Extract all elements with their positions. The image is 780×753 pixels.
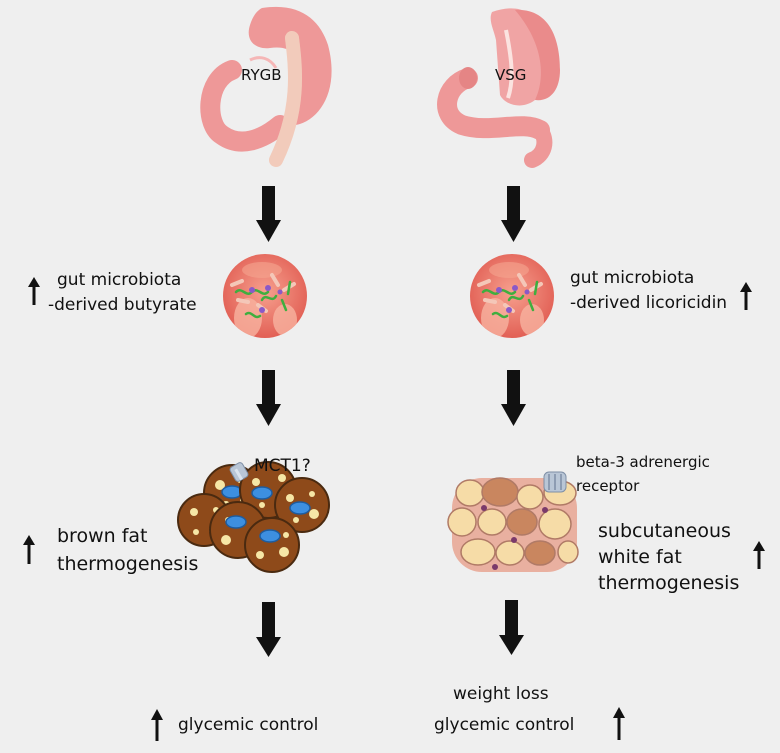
weight-loss-label: weight loss bbox=[453, 684, 549, 704]
down-arrow-icon bbox=[256, 602, 281, 657]
down-arrow-icon bbox=[501, 186, 526, 242]
white-fat-label-line2: white fat bbox=[598, 546, 682, 568]
white-fat-cell bbox=[481, 477, 519, 507]
white-fat-cell bbox=[447, 507, 477, 537]
up-arrow-icon bbox=[28, 277, 40, 305]
beta3-receptor-icon bbox=[543, 471, 567, 493]
down-arrow-icon bbox=[501, 370, 526, 426]
gut-microbiota-circle-right bbox=[470, 254, 554, 338]
up-arrow-icon bbox=[151, 709, 163, 741]
rygb-label: RYGB bbox=[241, 66, 282, 84]
white-fat-label-line3: thermogenesis bbox=[598, 572, 740, 594]
up-arrow-icon bbox=[23, 535, 35, 564]
brown-fat-label-line1: brown fat bbox=[57, 525, 148, 547]
vsg-label: VSG bbox=[495, 66, 527, 84]
up-arrow-icon bbox=[613, 707, 625, 740]
butyrate-label-line1: gut microbiota bbox=[57, 270, 182, 290]
white-fat-cell bbox=[538, 508, 572, 540]
down-arrow-icon bbox=[499, 600, 524, 655]
brown-fat-cell bbox=[274, 477, 330, 533]
white-fat-cell bbox=[455, 479, 485, 507]
gut-microbiota-circle-left bbox=[223, 254, 307, 338]
brown-fat-cell bbox=[244, 517, 300, 573]
licoricidin-label-line2: -derived licoricidin bbox=[570, 293, 728, 313]
rygb-stomach-illustration bbox=[200, 6, 332, 167]
brown-fat-cells-illustration bbox=[177, 461, 330, 573]
mct1-label: MCT1? bbox=[254, 456, 311, 476]
beta3-receptor-label-line2: receptor bbox=[576, 477, 640, 495]
up-arrow-icon bbox=[753, 541, 765, 569]
white-fat-cell bbox=[524, 540, 556, 566]
brown-fat-label-line2: thermogenesis bbox=[57, 553, 199, 575]
right-outcome-label: glycemic control bbox=[434, 715, 575, 735]
white-fat-label-line1: subcutaneous bbox=[598, 520, 731, 542]
down-arrow-icon bbox=[256, 370, 281, 426]
white-fat-cell bbox=[506, 508, 538, 536]
butyrate-label-line2: -derived butyrate bbox=[48, 295, 197, 315]
beta3-receptor-label-line1: beta-3 adrenergic bbox=[576, 453, 710, 471]
left-outcome-label: glycemic control bbox=[178, 715, 319, 735]
mct1-transporter-icon bbox=[229, 462, 249, 482]
down-arrow-icon bbox=[256, 186, 281, 242]
white-fat-cells-illustration bbox=[447, 471, 579, 572]
vsg-stomach-illustration bbox=[437, 8, 560, 168]
licoricidin-label-line1: gut microbiota bbox=[570, 268, 695, 288]
white-fat-cell bbox=[557, 540, 579, 564]
up-arrow-icon bbox=[740, 282, 752, 310]
white-fat-cell bbox=[477, 508, 507, 536]
white-fat-cell bbox=[460, 538, 496, 566]
white-fat-cell bbox=[495, 540, 525, 566]
white-fat-cell bbox=[516, 484, 544, 510]
